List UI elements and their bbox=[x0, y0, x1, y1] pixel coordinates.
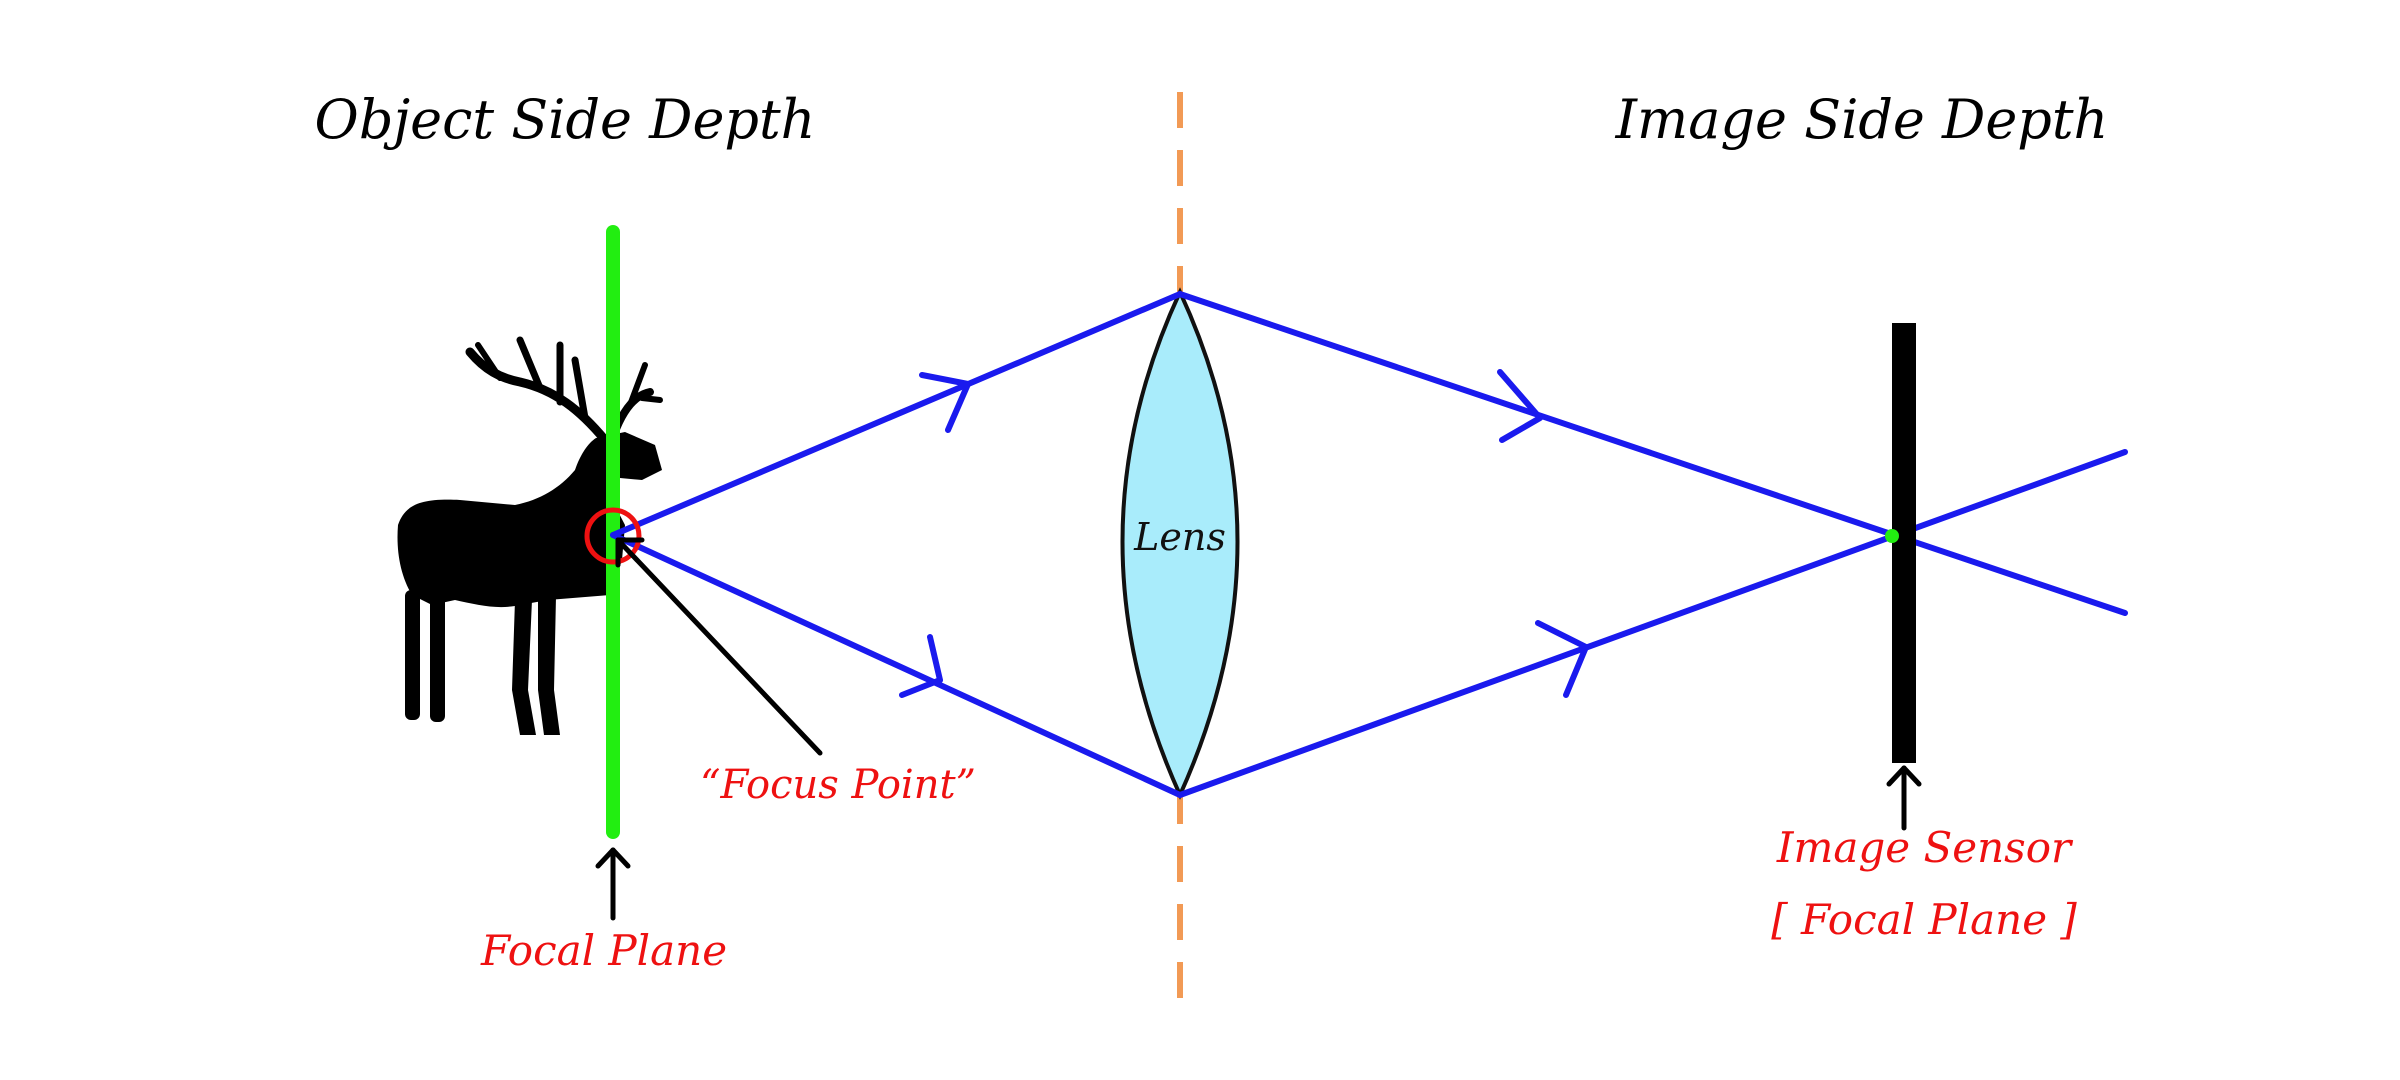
focus-point-circle bbox=[584, 507, 642, 565]
image-sensor-label: Image Sensor bbox=[1776, 823, 2074, 872]
image-sensor-bar bbox=[1892, 323, 1916, 763]
ray-lower-image-side bbox=[1177, 449, 2128, 798]
image-side-heading: Image Side Depth bbox=[1615, 88, 2109, 151]
object-side-heading: Object Side Depth bbox=[315, 88, 816, 151]
image-focus-point-dot bbox=[1885, 529, 1899, 543]
ray-arrowhead-4 bbox=[1535, 620, 1589, 698]
ray-upper-image-side bbox=[1177, 291, 2128, 616]
focus-point-pointer-line bbox=[615, 537, 823, 756]
ray-arrowhead-1 bbox=[919, 372, 971, 433]
ray-upper-object-side bbox=[610, 291, 1183, 538]
focal-plane-pointer-head bbox=[595, 847, 631, 869]
light-rays bbox=[610, 291, 2128, 798]
lens-label: Lens bbox=[1133, 515, 1226, 559]
focus-point-pointer-head bbox=[615, 537, 645, 568]
focus-point-label: “Focus Point” bbox=[700, 762, 976, 808]
ray-arrowhead-3 bbox=[1497, 369, 1543, 443]
image-sensor-pointer-head bbox=[1886, 765, 1922, 787]
annotation-arrows bbox=[595, 537, 1922, 921]
ray-lower-object-side bbox=[610, 532, 1183, 798]
image-sensor-sublabel: [ Focal Plane ] bbox=[1771, 895, 2077, 944]
deer-silhouette-icon bbox=[397, 336, 663, 735]
focal-plane-label: Focal Plane bbox=[480, 926, 727, 975]
ray-arrowhead-2 bbox=[899, 634, 943, 698]
